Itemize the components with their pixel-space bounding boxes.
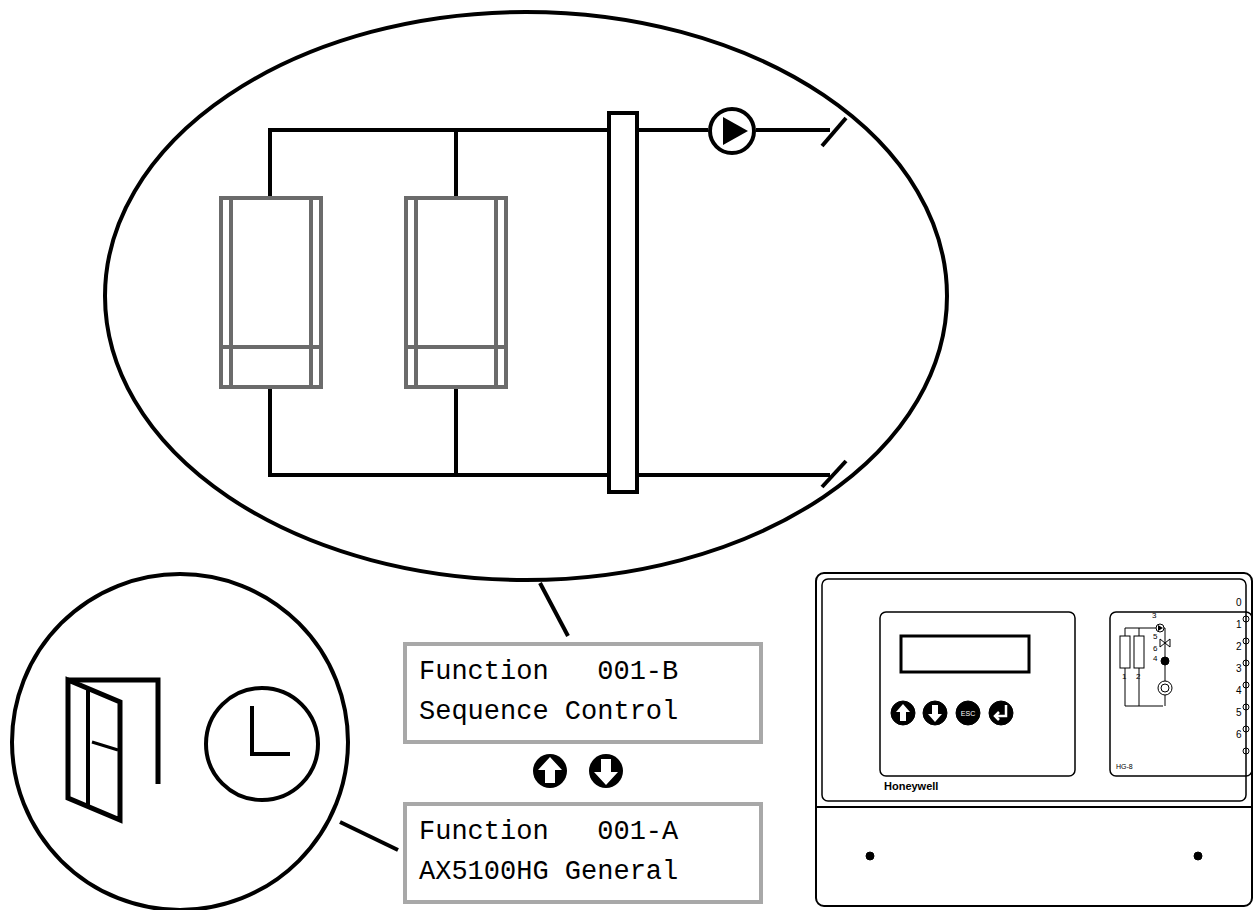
leader-line xyxy=(540,583,568,636)
terminal-number: 6 xyxy=(1236,730,1242,740)
down-button-icon xyxy=(589,754,623,788)
clock-icon xyxy=(206,688,318,800)
display-text: Function 001-B xyxy=(419,652,747,692)
terminal-number: 0 xyxy=(1236,598,1242,608)
terminal-number: 5 xyxy=(1236,708,1242,718)
model-label: HG-8 xyxy=(1116,763,1133,770)
terminal-number: 4 xyxy=(1236,686,1242,696)
boiler-symbol xyxy=(221,198,321,387)
hydraulic-header xyxy=(609,113,637,492)
display-box: Function 001-BSequence Control xyxy=(403,642,763,744)
callout-number: 5 xyxy=(1153,633,1157,641)
boiler-symbol xyxy=(406,198,506,387)
zoom-circle xyxy=(12,574,348,910)
display-text: Sequence Control xyxy=(419,692,747,732)
terminal-number: 2 xyxy=(1236,642,1242,652)
display-box: Function 001-AAX5100HG General xyxy=(403,802,763,904)
button-label: ESC xyxy=(961,710,975,717)
callout-number: 2 xyxy=(1136,673,1140,681)
callout-number: 3 xyxy=(1152,612,1156,620)
display-text: AX5100HG General xyxy=(419,852,747,892)
brand-label: Honeywell xyxy=(884,781,938,792)
pipes xyxy=(270,118,846,487)
callout-number: 4 xyxy=(1153,655,1157,663)
leader-line xyxy=(340,822,398,850)
callout-number: 1 xyxy=(1122,673,1126,681)
door-icon xyxy=(68,680,158,820)
pump-symbol xyxy=(710,109,754,153)
terminal-number: 1 xyxy=(1236,620,1242,630)
terminal-number: 3 xyxy=(1236,664,1242,674)
controller-device xyxy=(816,573,1252,906)
callout-number: 6 xyxy=(1153,645,1157,653)
display-text: Function 001-A xyxy=(419,812,747,852)
zoom-ellipse xyxy=(105,12,947,580)
up-button-icon xyxy=(533,754,567,788)
